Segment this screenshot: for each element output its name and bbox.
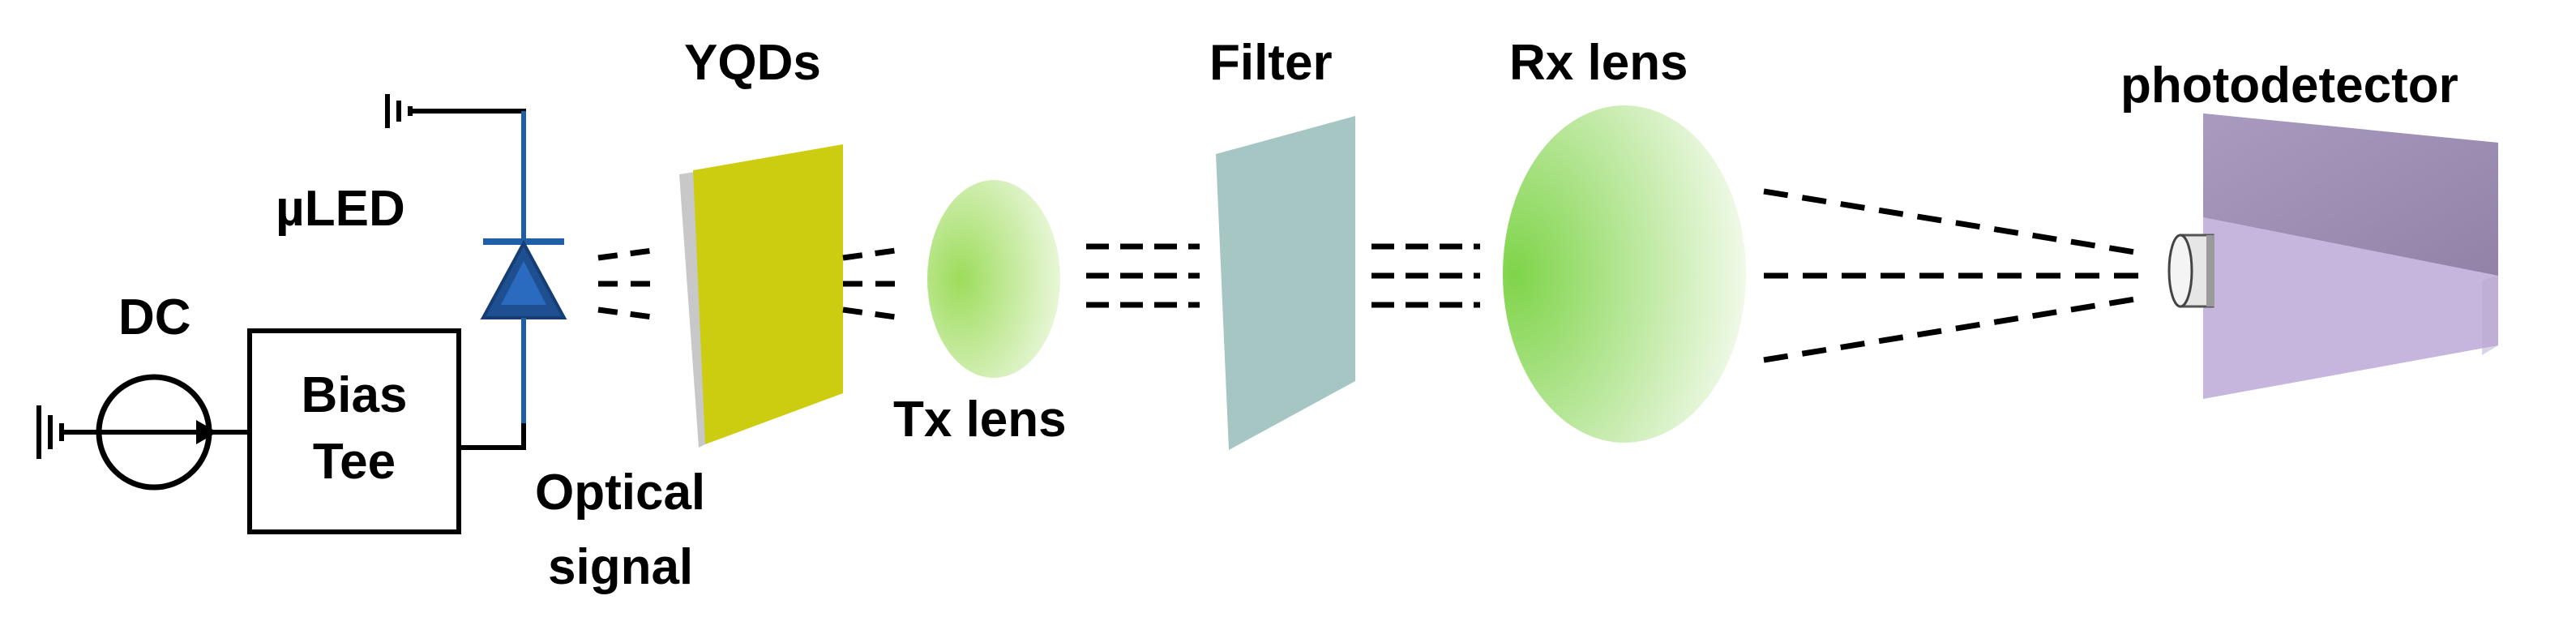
bias-tee-label-line1: Bias — [302, 367, 408, 423]
dc-label: DC — [118, 289, 191, 345]
rx-lens-label: Rx lens — [1509, 35, 1688, 91]
beam-dashes-4 — [1371, 243, 1480, 308]
tx-lens-label: Tx lens — [893, 392, 1067, 448]
photodetector-aperture — [2167, 234, 2214, 308]
optical-signal-label-line1: Optical — [535, 465, 705, 521]
uled-diode — [480, 111, 567, 423]
beam-dashes-3 — [1086, 243, 1200, 308]
filter-plate — [1216, 116, 1355, 450]
photodetector-box — [2203, 114, 2498, 399]
dc-ground-symbol — [36, 405, 99, 459]
photodetector-label: photodetector — [2120, 58, 2458, 114]
uled-label: µLED — [276, 181, 405, 237]
dc-current-source — [96, 374, 217, 491]
yqd-plate — [679, 144, 843, 448]
beam-dashes-1 — [597, 246, 659, 321]
bias-to-diode-wire — [459, 423, 526, 450]
beam-dashes-2 — [842, 246, 902, 321]
tx-lens — [927, 180, 1060, 378]
uled-ground-symbol — [385, 94, 526, 128]
beam-dashes-5 — [1763, 188, 2141, 363]
bias-tee-label-line2: Tee — [313, 434, 396, 490]
filter-label: Filter — [1209, 35, 1333, 91]
bias-tee-box — [247, 328, 461, 534]
optical-signal-label-line2: signal — [548, 539, 693, 595]
yqds-label: YQDs — [684, 35, 821, 91]
rx-lens — [1503, 105, 1746, 443]
